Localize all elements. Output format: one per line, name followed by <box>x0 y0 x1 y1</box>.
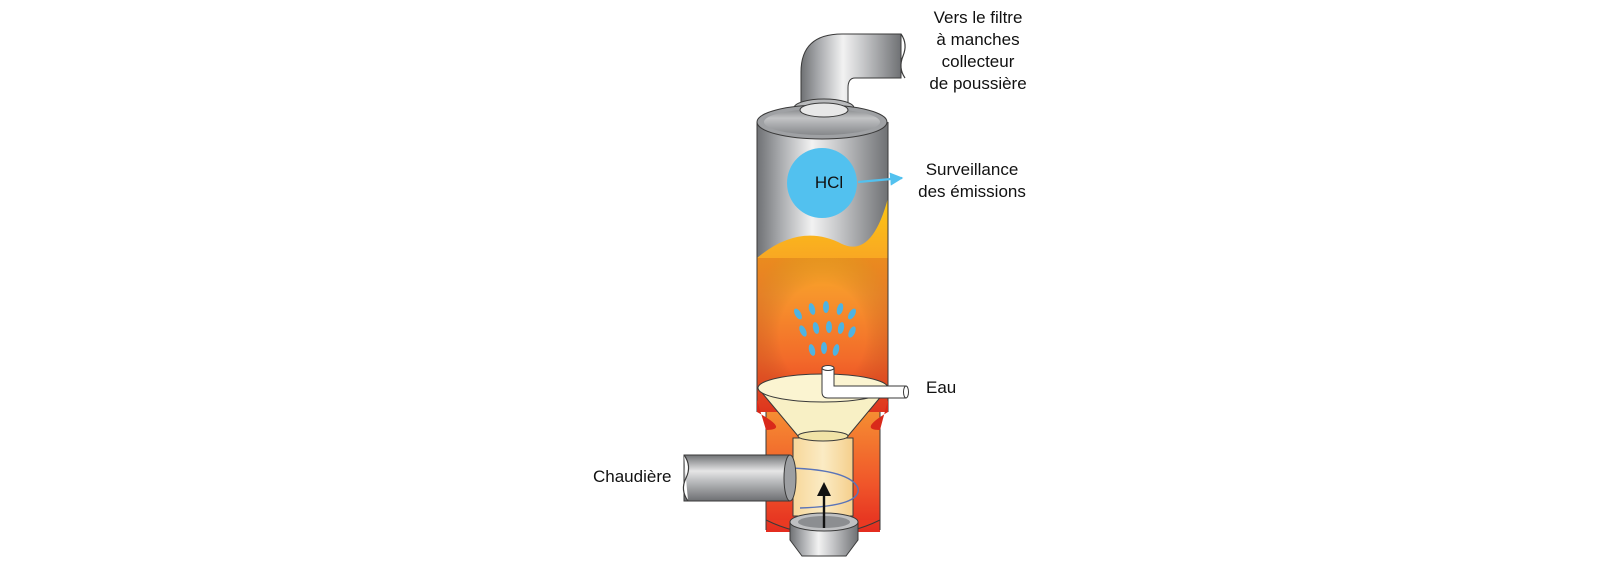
bottom-nozzle <box>789 512 859 557</box>
monitoring-label-line1: Surveillance <box>925 160 1019 179</box>
monitoring-arrow <box>857 172 904 186</box>
outlet-label-line1: Vers le filtre <box>933 8 1023 27</box>
outlet-label-line4: de poussière <box>929 74 1027 93</box>
hcl-label: HCl <box>814 173 844 192</box>
monitoring-label: Surveillance des émissions <box>910 159 1034 203</box>
spray-droplets-icon <box>794 301 856 356</box>
outlet-label-line3: collecteur <box>941 52 1015 71</box>
outlet-label-line2: à manches <box>936 30 1020 49</box>
boiler-inlet-pipe <box>682 454 797 502</box>
outlet-label: Vers le filtre à manches collecteur de p… <box>916 7 1040 95</box>
water-label: Eau <box>926 378 957 397</box>
flow-arrow-icon <box>817 482 831 528</box>
water-pipe <box>821 365 909 399</box>
hcl-sensor <box>787 148 857 218</box>
boiler-label: Chaudière <box>593 467 672 486</box>
monitoring-label-line2: des émissions <box>918 182 1026 201</box>
